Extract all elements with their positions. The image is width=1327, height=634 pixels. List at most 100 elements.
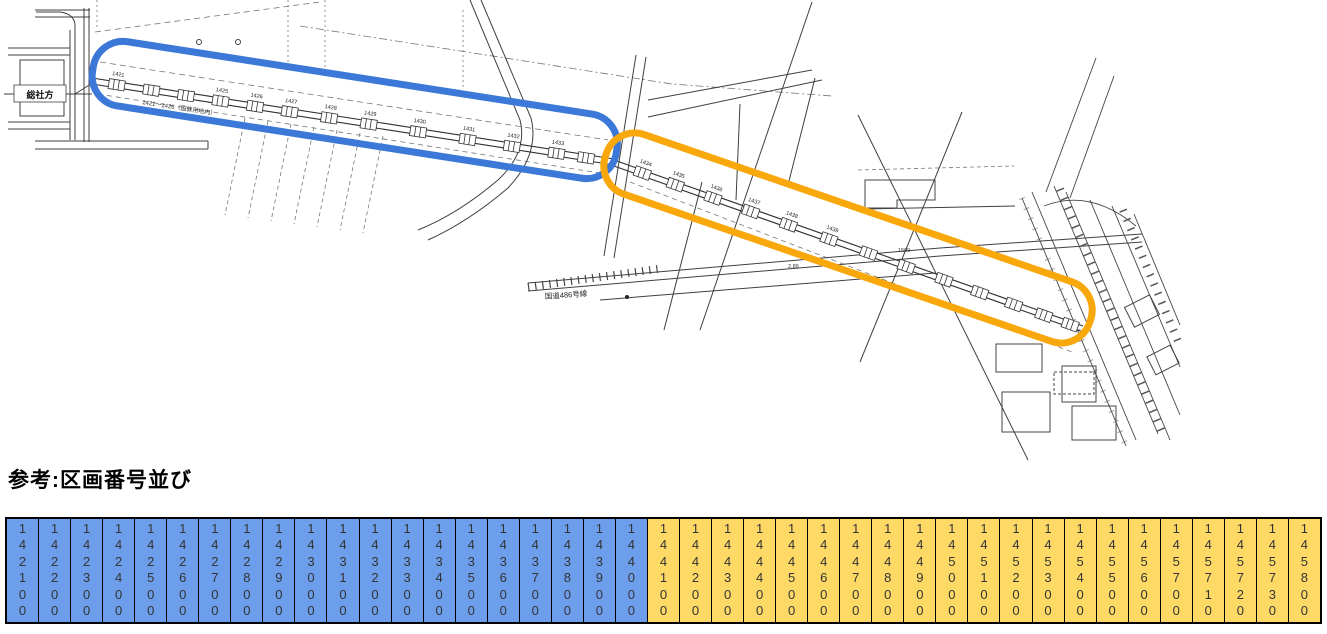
grid-cell: 1 4 2 5 0 0 xyxy=(135,519,168,622)
grid-cell: 1 4 4 9 0 0 xyxy=(904,519,937,622)
block-number: 1 4 2 2 0 0 xyxy=(50,521,59,619)
track-marker-box xyxy=(176,88,196,103)
grid-cell: 1 4 3 9 0 0 xyxy=(583,519,616,622)
track-marker-box xyxy=(1060,316,1080,333)
small-measurement-labels: 1509 2.89 xyxy=(788,248,910,270)
block-number: 1 4 2 5 0 0 xyxy=(147,521,155,619)
block-number: 1 4 2 6 0 0 xyxy=(179,521,187,619)
block-number: 1 4 4 7 0 0 xyxy=(852,521,860,619)
block-number: 1 4 4 6 0 0 xyxy=(820,521,828,619)
block-number: 1 4 5 7 1 0 xyxy=(1204,521,1212,619)
grid-cell: 1 4 4 6 0 0 xyxy=(808,519,841,622)
track-marker-label: 1433 xyxy=(551,140,564,148)
track-marker-label: 1437 xyxy=(747,197,761,207)
main-track-orange-segment xyxy=(614,160,1083,332)
block-number: 1 4 3 2 0 0 xyxy=(371,521,379,619)
block-number: 1 4 4 4 0 0 xyxy=(755,521,764,619)
reference-heading: 参考:区画番号並び xyxy=(8,469,192,492)
grid-cell: 1 4 4 2 0 0 xyxy=(679,519,713,622)
block-number: 1 4 5 7 3 0 xyxy=(1268,521,1276,619)
station-label: 総社方 xyxy=(26,89,53,100)
track-marker-label: 1439 xyxy=(825,225,839,235)
parcel-tick xyxy=(317,130,337,227)
track-marker-box xyxy=(359,117,378,131)
block-number: 1 4 2 7 0 0 xyxy=(211,521,219,619)
small-label: 1509 xyxy=(898,248,910,254)
track-marker-box xyxy=(858,245,879,261)
track-marker-box xyxy=(245,99,265,114)
cadastral-drawing: 総社方 xyxy=(0,0,1327,462)
grid-cell: 1 4 2 7 0 0 xyxy=(199,519,232,622)
block-number: 1 4 2 3 0 0 xyxy=(83,521,91,619)
survey-point-dot xyxy=(625,295,629,299)
track-marker-label: 1430 xyxy=(413,118,426,126)
track-marker-box xyxy=(703,190,723,206)
grid-cell: 1 4 3 1 0 0 xyxy=(327,519,360,622)
track-marker-label: 1427 xyxy=(285,98,298,106)
block-number: 1 4 3 1 0 0 xyxy=(339,521,347,619)
track-marker-box xyxy=(547,146,566,160)
grid-cell: 1 4 4 5 0 0 xyxy=(776,519,809,622)
grid-cell: 1 4 2 3 0 0 xyxy=(71,519,104,622)
grid-cell: 1 4 4 3 0 0 xyxy=(712,519,745,622)
track-marker-label: 1425 xyxy=(215,87,228,95)
block-number: 1 4 3 6 0 0 xyxy=(499,521,507,619)
block-number: 1 4 3 7 0 0 xyxy=(531,521,539,619)
grid-cell: 1 4 2 9 0 0 xyxy=(263,519,296,622)
track-marker-box xyxy=(502,139,522,154)
road-route486 xyxy=(528,234,1142,300)
block-number: 1 4 4 2 0 0 xyxy=(691,521,700,619)
track-marker-box xyxy=(408,125,428,139)
block-number: 1 4 5 6 0 0 xyxy=(1140,521,1148,619)
track-marker-label: 1431 xyxy=(463,126,476,134)
block-number: 1 4 5 4 0 0 xyxy=(1076,521,1084,619)
parcel-tick xyxy=(340,133,360,230)
grid-cell: 1 4 2 1 0 0 xyxy=(7,519,40,622)
track-marker-box xyxy=(934,271,954,288)
track-marker-box xyxy=(740,203,761,220)
block-number: 1 4 3 8 0 0 xyxy=(563,521,571,619)
grid-cell: 1 4 5 5 0 0 xyxy=(1096,519,1129,622)
grid-cell: 1 4 4 1 0 0 xyxy=(647,519,680,622)
track-marker-label: 1435 xyxy=(672,170,686,180)
grid-cell: 1 4 2 8 0 0 xyxy=(231,519,264,622)
grid-cell: 1 4 5 6 0 0 xyxy=(1128,519,1161,622)
grid-cell: 1 4 2 4 0 0 xyxy=(103,519,136,622)
block-number: 1 4 2 8 0 0 xyxy=(243,521,251,619)
blue-highlight-outline xyxy=(88,37,621,183)
track-marker-label: 1432 xyxy=(507,133,520,141)
orange-highlight-outline xyxy=(600,129,1096,347)
grid-cell: 1 4 3 0 0 0 xyxy=(295,519,328,622)
block-number: 1 4 5 7 2 0 xyxy=(1236,521,1244,619)
station-label-box: 総社方 xyxy=(13,84,67,103)
block-number: 1 4 5 0 0 0 xyxy=(948,521,956,619)
track-marker-label: 1436 xyxy=(710,184,724,194)
track-marker-box xyxy=(632,165,653,181)
track-marker-box xyxy=(665,176,686,193)
block-number: 1 4 4 9 0 0 xyxy=(916,521,924,619)
railway-tie-bands xyxy=(1022,189,1180,446)
track-marker-box xyxy=(896,258,916,275)
grid-cell: 1 4 5 0 0 0 xyxy=(936,519,969,622)
track-marker-box xyxy=(458,132,477,147)
track-marker-box xyxy=(107,78,126,92)
track-marker-box xyxy=(280,105,299,119)
grid-cell: 1 4 3 6 0 0 xyxy=(487,519,520,622)
track-marker-box xyxy=(319,111,339,125)
parcel-tick xyxy=(225,118,245,215)
block-number: 1 4 5 5 0 0 xyxy=(1108,521,1116,619)
parcel-tick xyxy=(248,121,268,218)
small-label: 2.89 xyxy=(788,264,799,270)
grid-cell: 1 4 2 6 0 0 xyxy=(167,519,200,622)
block-number: 1 4 3 3 0 0 xyxy=(403,521,411,619)
track-marker-box xyxy=(819,231,839,247)
block-number: 1 4 3 5 0 0 xyxy=(467,521,475,619)
block-number: 1 4 5 3 0 0 xyxy=(1044,521,1052,619)
track-marker-box xyxy=(142,83,161,97)
block-number: 1 4 4 5 0 0 xyxy=(788,521,796,619)
grid-cell: 1 4 5 7 3 0 xyxy=(1256,519,1289,622)
grid-cell: 1 4 3 5 0 0 xyxy=(455,519,488,622)
